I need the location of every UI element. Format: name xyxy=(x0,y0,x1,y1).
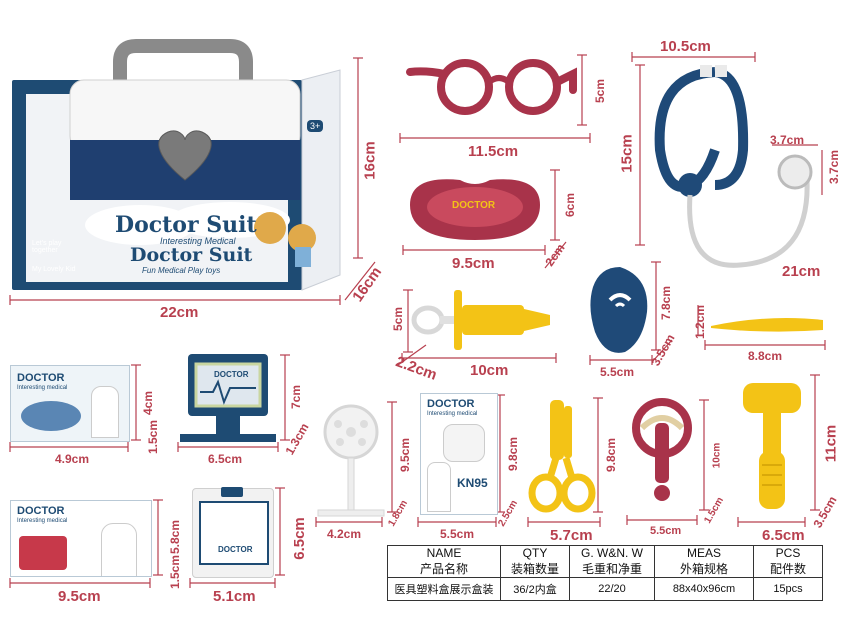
age-badge: 3+ xyxy=(307,120,324,132)
toy-stethoscope xyxy=(654,65,813,268)
doctor-card-title: DOCTOR xyxy=(17,372,65,384)
mirror-depth-label: 1.8cm xyxy=(386,498,411,529)
stethoscope-head-w-label: 3.7cm xyxy=(770,133,805,147)
bottom-card-medkit xyxy=(19,536,67,570)
stethoscope-height-label: 15cm xyxy=(618,134,636,173)
tweezers-height-label: 1.2cm xyxy=(693,304,708,340)
box-side-text-1: Let's play together xyxy=(32,240,62,254)
syringe-depth-label: 2.2cm xyxy=(393,353,440,384)
monitor-height-label: 7cm xyxy=(289,384,304,410)
mask-card-title: DOCTOR xyxy=(427,398,475,410)
toy-scissors xyxy=(528,400,596,513)
bottom-card-height-label: 5.8cm xyxy=(168,519,183,555)
hammer-height-label: 11cm xyxy=(822,424,840,463)
doctor-card-subtitle: Interesting medical xyxy=(17,385,68,391)
doctor-card-depth-label: 1.5cm xyxy=(146,419,161,455)
toy-id-badge: DOCTOR xyxy=(192,487,274,578)
doctor-card-scene xyxy=(21,401,81,431)
spec-cell-meas: 88x40x96cm xyxy=(654,577,754,601)
spec-cell-weight: 22/20 xyxy=(569,577,655,601)
stethoscope-head-h-label: 3.7cm xyxy=(827,149,842,185)
stethoscope-width-label: 10.5cm xyxy=(660,38,711,55)
kidney-dish-label: DOCTOR xyxy=(452,200,496,211)
doctor-card-width-label: 4.9cm xyxy=(55,452,90,466)
toy-kidney-dish xyxy=(410,179,540,240)
doctor-card-figure xyxy=(91,386,119,438)
scissors-width-label: 5.7cm xyxy=(550,527,593,544)
toy-monitor xyxy=(180,354,276,442)
toy-tweezers xyxy=(711,318,823,332)
badge-clip xyxy=(221,487,243,497)
bottom-card-doctor xyxy=(101,523,137,576)
toy-glasses xyxy=(406,59,577,115)
toy-bottom-card: DOCTOR Interesting medical xyxy=(10,500,152,577)
syringe-height-label: 5cm xyxy=(391,306,406,332)
reflex-depth-label: 1.5cm xyxy=(702,495,727,526)
doctor-card-height-label: 4cm xyxy=(141,390,156,416)
mask-card-doctor xyxy=(427,462,451,512)
badge-width-label: 5.1cm xyxy=(213,588,256,605)
box-title-bottom: Doctor Suit xyxy=(130,244,253,266)
hammer-width-label: 6.5cm xyxy=(762,527,805,544)
toy-otoscope xyxy=(590,267,648,353)
scissors-height-label: 9.8cm xyxy=(604,437,619,473)
glasses-height-label: 5cm xyxy=(593,78,608,104)
badge-label: DOCTOR xyxy=(218,545,253,554)
bottom-card-width-label: 9.5cm xyxy=(58,588,101,605)
mask-card-subtitle: Interesting medical xyxy=(427,411,478,417)
mirror-width-label: 4.2cm xyxy=(327,527,362,541)
toy-reflex-tool xyxy=(632,398,692,501)
glasses-width-label: 11.5cm xyxy=(468,143,519,160)
spec-cell-qty: 36/2内盒 xyxy=(500,577,570,601)
mirror-height-label: 9.5cm xyxy=(398,437,413,473)
toy-hammer xyxy=(743,383,801,509)
reflex-height-label: 10cm xyxy=(711,442,723,469)
otoscope-height-label: 7.8cm xyxy=(659,285,674,321)
mask-card-width-label: 5.5cm xyxy=(440,527,475,541)
mask-card-depth-label: 2.5cm xyxy=(496,498,521,529)
spec-cell-name: 医具塑料盒展示盒装 xyxy=(387,577,501,601)
kidney-dish-height-label: 6cm xyxy=(563,192,578,218)
mask-card-height-label: 9.8cm xyxy=(506,436,521,472)
mask-card-mask xyxy=(443,424,485,462)
toy-mirror xyxy=(317,404,385,517)
monitor-width-label: 6.5cm xyxy=(208,452,243,466)
toy-doctor-card: DOCTOR Interesting medical xyxy=(10,365,130,442)
kidney-dish-width-label: 9.5cm xyxy=(452,255,495,272)
syringe-width-label: 10cm xyxy=(470,362,509,379)
box-height-label: 16cm xyxy=(361,141,379,180)
bottom-card-title: DOCTOR xyxy=(17,505,65,517)
toy-syringe xyxy=(411,290,550,350)
box-depth-label: 16cm xyxy=(349,263,386,306)
bottom-card-subtitle: Interesting medical xyxy=(17,518,68,524)
toy-mask-card: DOCTOR Interesting medical KN95 xyxy=(420,393,498,515)
mask-card-kn95: KN95 xyxy=(457,476,488,490)
spec-cell-pcs: 15pcs xyxy=(753,577,823,601)
box-width-label: 22cm xyxy=(160,304,199,321)
bottom-card-depth-label: 1.5cm xyxy=(168,554,183,590)
toy-box: Doctor Suit Interesting Medical Doctor S… xyxy=(10,39,341,291)
stethoscope-length-label: 21cm xyxy=(782,263,821,280)
reflex-width-label: 5.5cm xyxy=(650,525,682,537)
monitor-label: DOCTOR xyxy=(214,370,249,379)
badge-height-label: 6.5cm xyxy=(290,517,308,560)
otoscope-width-label: 5.5cm xyxy=(600,365,635,379)
box-handle xyxy=(12,39,341,291)
badge-card xyxy=(199,501,269,565)
monitor-depth-label: 1.3cm xyxy=(282,420,312,458)
box-subtitle-bottom: Fun Medical Play toys xyxy=(142,266,221,275)
box-title-top: Doctor Suit xyxy=(115,212,257,238)
tweezers-width-label: 8.8cm xyxy=(748,349,783,363)
hammer-depth-label: 3.5cm xyxy=(810,493,840,531)
box-side-text-2: My Lovely Kid xyxy=(32,266,76,273)
box-subtitle-top: Interesting Medical xyxy=(160,236,236,246)
